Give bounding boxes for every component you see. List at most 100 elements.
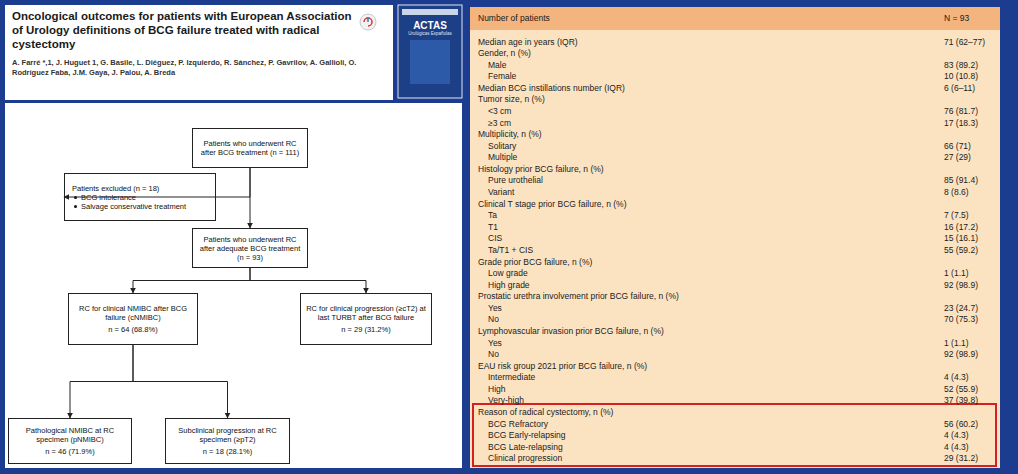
table-row-label: BCG Early-relapsing: [488, 430, 565, 441]
author-list: A. Farré *,1, J. Huguet 1, G. Basile, L.…: [12, 58, 382, 78]
table-row-label: High grade: [488, 280, 530, 291]
flow-connector: [133, 268, 250, 293]
update-icon: [360, 14, 376, 30]
flow-connector: [70, 345, 133, 418]
node-heading: RC for clinical NMIBC after BCG failure …: [73, 304, 193, 322]
node-heading-text: Patients excluded (n = 18): [72, 184, 159, 193]
node-heading: Pathological NMIBC at RC specimen (pNMIB…: [13, 426, 127, 444]
node-body-text: n = 64 (68.8%): [108, 325, 157, 334]
table-row-label: Ta: [488, 210, 497, 221]
table-row-label: Male: [488, 60, 506, 71]
table-row-label: Low grade: [488, 268, 528, 279]
table-value-cell: 56 (60.2): [944, 419, 978, 430]
table-value-cell: 15 (16.1): [944, 233, 978, 244]
table-row-label: EAU risk group 2021 prior BCG failure, n…: [478, 361, 647, 372]
node-body-text: Salvage conservative treatment: [81, 202, 186, 211]
table-value-cell: 70 (75.3): [944, 314, 978, 325]
outcome-box: Subclinical progression at RC specimen (…: [165, 418, 290, 464]
table-row-label: No: [488, 314, 499, 325]
table-value-cell: 92 (98.9): [944, 280, 978, 291]
table-value-cell: 76 (81.7): [944, 106, 978, 117]
table-value-cell: 1 (1.1): [944, 338, 969, 349]
table-row-label: Yes: [488, 303, 502, 314]
node-heading-text: Patients who underwent RC after adequate…: [200, 235, 300, 262]
table-row-label: BCG Late-relapsing: [488, 442, 563, 453]
table-value-cell: 10 (10.8): [944, 71, 978, 82]
table-row-label: Intermediate: [488, 372, 535, 383]
table-value-cell: 92 (98.9): [944, 349, 978, 360]
table-value-cell: 8 (8.6): [944, 187, 969, 198]
node-heading-text: RC for clinical NMIBC after BCG failure …: [79, 304, 187, 322]
node-heading: RC for clinical progression (≥cT2) at la…: [305, 304, 427, 322]
table-value-cell: 6 (6–11): [944, 83, 975, 94]
table-value-cell: 23 (24.7): [944, 303, 978, 314]
table-value-cell: 66 (71): [944, 141, 971, 152]
node-body-text: n = 29 (31.2%): [341, 325, 390, 334]
process-box: Patients who underwent RC after BCG trea…: [192, 128, 308, 168]
node-text: n = 18 (28.1%): [203, 447, 252, 456]
table-value-cell: 83 (89.2): [944, 60, 978, 71]
table-value-cell: 52 (55.9): [944, 384, 978, 395]
table-value-cell: 1 (1.1): [944, 268, 969, 279]
table-header-cell: Number of patients: [478, 13, 550, 24]
table-row-label: Multiple: [488, 152, 517, 163]
table-header-cell: N = 93: [944, 13, 969, 24]
table-value-cell: 29 (31.2): [944, 453, 978, 464]
flow-connector: [250, 268, 366, 293]
table-value-cell: 16 (17.2): [944, 222, 978, 233]
node-heading-text: RC for clinical progression (≥cT2) at la…: [306, 304, 426, 322]
cover-band: [402, 9, 458, 15]
table-row-label: Reason of radical cystectomy, n (%): [478, 407, 613, 418]
table-row-label: Gender, n (%): [478, 48, 531, 59]
table-row-label: High: [488, 384, 505, 395]
node-heading-text: Subclinical progression at RC specimen (…: [178, 426, 276, 444]
table-row-label: Ta/T1 + CIS: [488, 245, 533, 256]
table-header-band: [470, 7, 1000, 30]
table-value-cell: 4 (4.3): [944, 430, 969, 441]
journal-cover: [398, 5, 462, 98]
exclusion-box: Patients excluded (n = 18)BCG intoleranc…: [64, 173, 216, 221]
table-row-label: Lymphovascular invasion prior BCG failur…: [478, 326, 664, 337]
outcome-box: Pathological NMIBC at RC specimen (pNMIB…: [8, 418, 132, 464]
table-row-label: T1: [488, 222, 498, 233]
table-row-label: Very-high: [488, 395, 524, 406]
highlight-box: [473, 404, 996, 466]
table-row-label: BCG Refractory: [488, 419, 548, 430]
flow-connector: [250, 168, 251, 228]
node-heading: Patients who underwent RC after BCG trea…: [197, 139, 303, 157]
node-text: n = 29 (31.2%): [341, 325, 390, 334]
node-heading-text: Patients who underwent RC after BCG trea…: [201, 139, 299, 157]
node-body-text: n = 18 (28.1%): [203, 447, 252, 456]
table-value-cell: 7 (7.5): [944, 210, 969, 221]
bullet-dot: [74, 196, 77, 199]
table-row-label: Pure urothelial: [488, 175, 543, 186]
node-heading-text: Pathological NMIBC at RC specimen (pNMIB…: [26, 426, 114, 444]
flowchart-panel: [5, 103, 462, 468]
node-text: BCG intolerance: [72, 193, 136, 202]
journal-subtitle: Urológicas Españolas: [402, 31, 458, 36]
flow-connector: [133, 345, 228, 418]
table-value-cell: 17 (18.3): [944, 118, 978, 129]
table-row-label: Tumor size, n (%): [478, 94, 545, 105]
process-box: RC for clinical progression (≥cT2) at la…: [300, 293, 432, 345]
table-row-label: No: [488, 349, 499, 360]
node-heading: Patients excluded (n = 18): [72, 184, 159, 193]
table-value-cell: 71 (62–77): [944, 37, 985, 48]
table-row-label: CIS: [488, 233, 502, 244]
table-row-label: Yes: [488, 338, 502, 349]
header-panel: [5, 5, 393, 100]
table-row-label: Prostatic urethra involvement prior BCG …: [478, 291, 679, 302]
table-row-label: ≥3 cm: [488, 118, 511, 129]
table-value-cell: 4 (4.3): [944, 442, 969, 453]
table-row-label: Clinical progression: [488, 453, 562, 464]
node-body-text: BCG intolerance: [81, 193, 136, 202]
node-body-text: n = 46 (71.9%): [45, 447, 94, 456]
table-row-label: Median age in years (IQR): [478, 37, 578, 48]
table-value-cell: 27 (29): [944, 152, 971, 163]
table-value-cell: 85 (91.4): [944, 175, 978, 186]
table-row-label: Female: [488, 71, 516, 82]
bullet-dot: [74, 205, 77, 208]
table-row-label: Grade prior BCG failure, n (%): [478, 257, 592, 268]
node-heading: Subclinical progression at RC specimen (…: [170, 426, 285, 444]
cover-image: [410, 40, 450, 84]
